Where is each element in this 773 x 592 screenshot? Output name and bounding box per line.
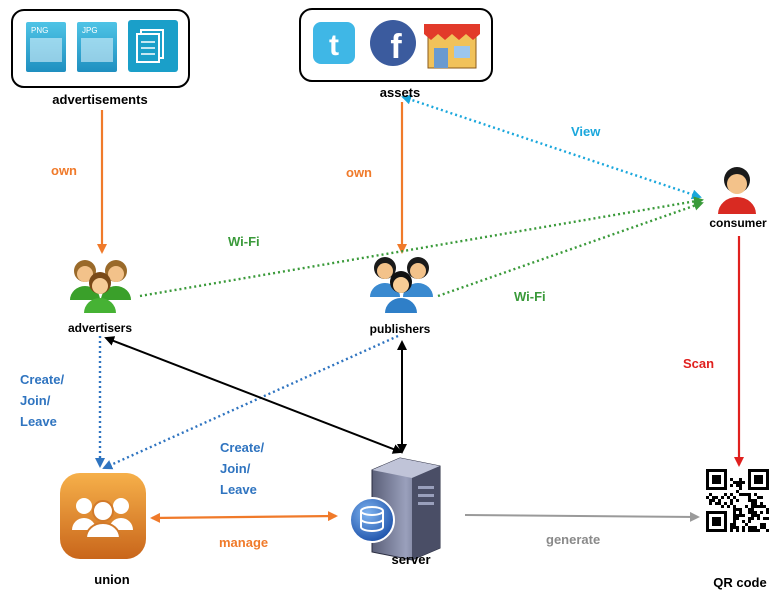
edge-label-create-mid-2: Join/ [220,461,251,476]
edge-label-create-left-2: Join/ [20,393,51,408]
edges [95,94,744,523]
advertisers-node: advertisers [68,260,132,335]
qr-label: QR code [713,575,766,590]
edge-label-own-mid: own [346,165,372,180]
edge-label-wifi-right: Wi-Fi [514,289,546,304]
edge-label-create-left-3: Leave [20,414,57,429]
server-icon [349,457,441,561]
svg-text:f: f [390,28,402,66]
union-node: union [60,473,146,587]
qr-code-icon [704,467,771,534]
server-label: server [391,552,430,567]
qr-node: QR code [704,467,771,590]
edge-label-generate: generate [546,532,600,547]
consumer-label: consumer [709,216,767,230]
jpg-file-icon: JPG [77,22,117,72]
edge-label-manage: manage [219,535,268,550]
facebook-icon: f [370,20,416,66]
svg-text:t: t [329,29,339,62]
server-node: server [349,457,441,567]
advertisements-node: PNG JPG advertisements [11,9,190,107]
document-icon [128,20,178,72]
publishers-label: publishers [370,322,431,336]
edge-label-scan: Scan [683,356,714,371]
edge-wifi-advertisers [139,196,704,298]
edge-label-view: View [571,124,601,139]
union-label: union [94,572,129,587]
people-group-icon [370,257,433,313]
advertisers-label: advertisers [68,321,132,335]
store-icon [424,24,480,69]
union-group-icon [60,473,146,559]
svg-text:JPG: JPG [82,26,98,35]
consumer-node: consumer [709,167,767,230]
edge-wifi-publishers [437,200,704,298]
edge-manage [150,511,338,523]
person-icon [718,167,756,214]
edge-label-wifi-left: Wi-Fi [228,234,260,249]
twitter-icon: t [313,22,355,64]
edge-label-create-left-1: Create/ [20,372,64,387]
edge-advertisers-server [104,336,403,454]
edge-generate [464,511,700,522]
svg-text:PNG: PNG [31,26,48,35]
edge-label-create-mid-1: Create/ [220,440,264,455]
png-file-icon: PNG [26,22,66,72]
assets-label: assets [380,85,420,100]
assets-node: t f assets [299,8,493,100]
advertisements-label: advertisements [52,92,147,107]
edge-label-create-mid-3: Leave [220,482,257,497]
edge-view [401,94,702,200]
edge-label-own-left: own [51,163,77,178]
people-group-icon [70,260,131,313]
publishers-node: publishers [370,257,433,336]
